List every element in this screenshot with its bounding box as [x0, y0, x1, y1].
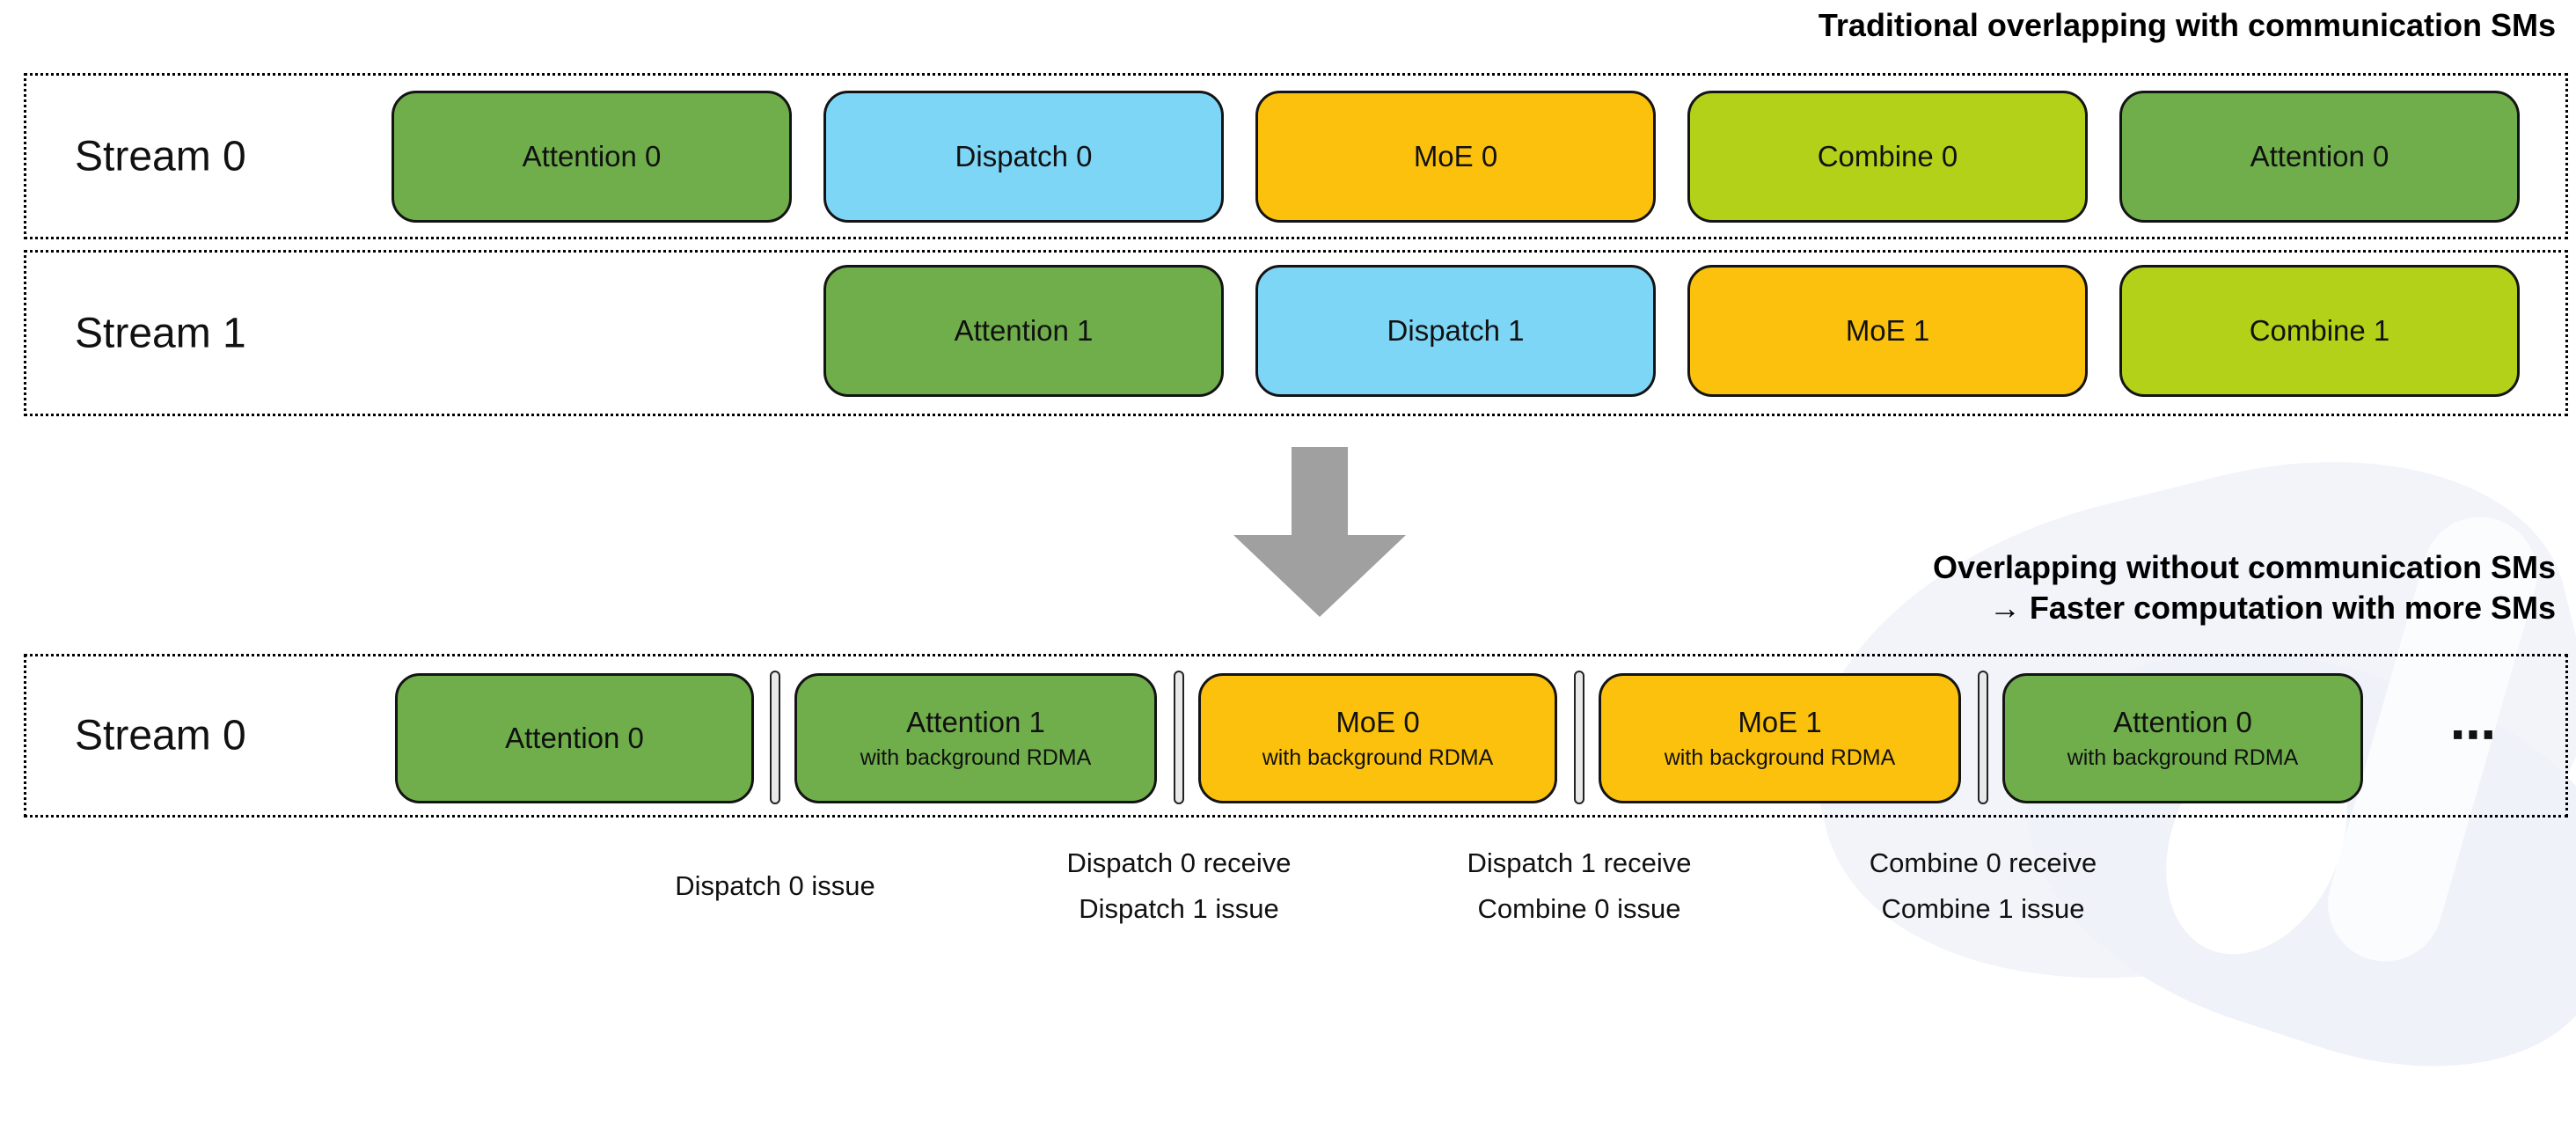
- separator-bar-1: [770, 671, 780, 804]
- block-dispatch-1: Dispatch 1: [1255, 265, 1656, 397]
- block-attention-0-fused: Attention 0: [395, 673, 754, 803]
- block-moe-1: MoE 1: [1687, 265, 2088, 397]
- block-moe-1-rdma: MoE 1 with background RDMA: [1599, 673, 1961, 803]
- block-dispatch-0: Dispatch 0: [823, 91, 1224, 223]
- block-moe-0: MoE 0: [1255, 91, 1656, 223]
- caption-line-1: Overlapping without communication SMs: [1932, 549, 2556, 585]
- separator-bar-3: [1574, 671, 1584, 804]
- stream1-label: Stream 1: [75, 310, 246, 356]
- caption-overlapping-without-sms: Overlapping without communication SMs → …: [1933, 547, 2556, 628]
- separator-bar-2: [1174, 671, 1184, 804]
- stream0-traditional-row: Stream 0 Attention 0 Dispatch 0 MoE 0 Co…: [24, 73, 2568, 239]
- stream0-fused-label: Stream 0: [75, 712, 246, 759]
- caption-traditional-overlapping: Traditional overlapping with communicati…: [1818, 7, 2556, 43]
- stream0-fused-row: Stream 0 Attention 0 Attention 1 with ba…: [24, 654, 2568, 818]
- block-attention-0-next-rdma: Attention 0 with background RDMA: [2002, 673, 2363, 803]
- block-combine-1: Combine 1: [2119, 265, 2520, 397]
- block-attention-1: Attention 1: [823, 265, 1224, 397]
- continuation-ellipsis: ⋯: [2450, 710, 2499, 761]
- stream1-traditional-row: Stream 1 Attention 1 Dispatch 1 MoE 1 Co…: [24, 250, 2568, 416]
- block-moe-0-rdma: MoE 0 with background RDMA: [1198, 673, 1557, 803]
- block-attention-0-repeat: Attention 0: [2119, 91, 2520, 223]
- block-attention-0: Attention 0: [392, 91, 792, 223]
- separator-bar-4: [1978, 671, 1988, 804]
- caption-line-2: → Faster computation with more SMs: [1988, 590, 2556, 626]
- stream0-label: Stream 0: [75, 133, 246, 180]
- block-attention-1-rdma: Attention 1 with background RDMA: [794, 673, 1157, 803]
- block-combine-0: Combine 0: [1687, 91, 2088, 223]
- down-arrow-icon: [1232, 445, 1408, 619]
- annotation-dispatch0-issue: Dispatch 0 issue: [675, 870, 875, 901]
